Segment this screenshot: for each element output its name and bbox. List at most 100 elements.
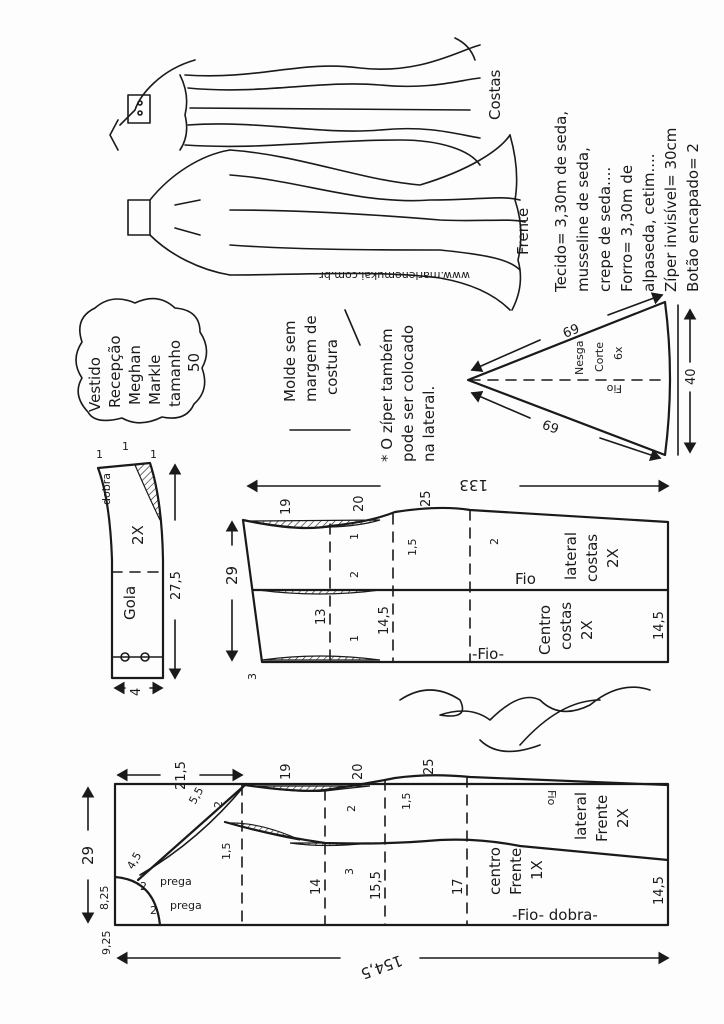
adjust-label: 2 <box>345 805 358 812</box>
center-label: Frente <box>507 848 525 895</box>
collar-width-label: 4 <box>129 688 144 696</box>
side-label: costas <box>583 534 601 582</box>
godet-label: Corte <box>593 342 606 372</box>
note-line: Forro= 3,30m de <box>618 165 636 292</box>
center-height-label: 15,5 <box>369 871 384 900</box>
note-line: crepe de seda.... <box>596 167 614 292</box>
note-line: costura <box>323 339 341 395</box>
segment-label: 25 <box>422 758 437 775</box>
seam-allowance-note: Molde sem margem de costura <box>281 309 361 431</box>
title-line: tamanho <box>166 340 184 407</box>
title-line: Vestido <box>86 357 104 412</box>
godet-piece: 40 69 69 Nesga Corte 6x Fio <box>466 292 699 462</box>
front-collar-icon <box>127 199 151 236</box>
godet-width-label: 40 <box>684 368 699 385</box>
adjust-label: 3 <box>343 868 356 875</box>
back-pattern-piece: 133 29 3 19 20 25 1 1,5 2 2 1 13 14,5 14… <box>223 476 670 680</box>
title-line: Markle <box>146 355 164 405</box>
signature <box>399 686 651 753</box>
note-line: margem de <box>302 315 320 402</box>
note-line: pode ser colocado <box>399 325 417 462</box>
shoulder-ease-label: 4,5 <box>124 850 144 872</box>
back-sketch-label: Costas <box>486 69 504 120</box>
title-line: Recepção <box>106 335 124 408</box>
title-line: Meghan <box>126 345 144 405</box>
shoulder-label: 5,5 <box>186 785 206 807</box>
adjust-label: 2 <box>348 571 361 578</box>
dress-sketch-back <box>109 37 481 166</box>
adjust-label: 1,5 <box>406 539 419 557</box>
ease-label: 1 <box>150 448 157 461</box>
dress-sketch-front <box>127 134 526 311</box>
neck-width-label: 9,25 <box>100 931 113 956</box>
side-label: lateral <box>572 792 590 840</box>
center-label: centro <box>486 847 504 895</box>
zipper-note: * O zíper também pode ser colocado na la… <box>378 325 438 462</box>
back-length-label: 133 <box>459 476 488 494</box>
pleat-label: prega <box>160 875 192 888</box>
note-line: * O zíper também <box>378 328 396 462</box>
adjust-label: 2 <box>488 538 501 545</box>
center-height-label: 14,5 <box>377 606 392 635</box>
collar-length-label: 27,5 <box>169 571 184 600</box>
godet-side-label: 69 <box>541 416 562 436</box>
godet-label: Nesga <box>573 341 586 375</box>
center-height-label: 14,5 <box>652 876 667 905</box>
adjust-label: 1 <box>348 635 361 642</box>
side-label: Frente <box>593 795 611 842</box>
grain-label: -Fio- <box>472 645 504 663</box>
back-collar-icon <box>127 94 151 124</box>
segment-label: 20 <box>352 495 367 512</box>
side-label: lateral <box>562 532 580 580</box>
pleat-label: prega <box>170 899 202 912</box>
center-label: Centro <box>536 605 554 655</box>
segment-label: 20 <box>351 763 366 780</box>
godet-label: 6x <box>612 346 625 360</box>
side-label: 2X <box>604 548 622 568</box>
grain-label: Fio <box>515 570 536 588</box>
front-sketch-label: Frente <box>514 208 532 255</box>
back-offset-label: 3 <box>246 673 259 680</box>
note-line: Molde sem <box>281 321 299 402</box>
note-line: alpaseda, cetim.... <box>640 153 658 292</box>
center-height-label: 17 <box>451 878 466 895</box>
center-height-label: 13 <box>314 608 329 625</box>
center-label: 1X <box>528 860 546 880</box>
collar-fold-label: dobra <box>100 473 113 505</box>
adjust-label: 1,5 <box>400 793 413 811</box>
grain-label: Fio <box>545 790 558 806</box>
website-watermark: www.marlenemukai.com.br <box>319 269 470 282</box>
side-label: 2X <box>614 808 632 828</box>
segment-label: 21,5 <box>174 761 189 790</box>
pleat-label: 2 <box>140 880 147 893</box>
grain-label: -Fio- dobra- <box>512 906 598 924</box>
front-height-label: 29 <box>79 846 97 865</box>
center-label: costas <box>557 602 575 650</box>
center-height-label: 14,5 <box>652 611 667 640</box>
note-line: na lateral. <box>420 386 438 462</box>
front-pattern-piece: 21,5 19 20 25 29 8,25 9,25 5,5 4,5 2 1,5… <box>79 758 670 983</box>
ease-label: 1 <box>96 448 103 461</box>
collar-piece: 27,5 Gola 2X dobra 4 1 1 1 <box>96 440 184 696</box>
note-line: Tecido= 3,30m de seda, <box>552 111 570 293</box>
pleat-label: 2 <box>150 904 157 917</box>
segment-label: 19 <box>279 498 294 515</box>
adjust-label: 1 <box>348 533 361 540</box>
center-label: 2X <box>578 620 596 640</box>
title-cloud: Vestido Recepção Meghan Markle tamanho 5… <box>75 297 208 424</box>
neck-height-label: 8,25 <box>98 886 111 911</box>
godet-grain-label: Fio <box>606 382 622 395</box>
back-height-label: 29 <box>223 566 241 585</box>
godet-side-label: 69 <box>561 322 582 342</box>
collar-count-label: 2X <box>129 525 147 545</box>
materials-notes: Tecido= 3,30m de seda, musseline de seda… <box>552 111 702 293</box>
center-height-label: 14 <box>309 878 324 895</box>
note-line: Zíper invisível= 30cm <box>662 128 680 292</box>
front-length-label: 154,5 <box>358 951 405 983</box>
segment-label: 19 <box>279 763 294 780</box>
adjust-label: 2 <box>212 801 225 808</box>
title-line: 50 <box>185 353 203 372</box>
collar-name-label: Gola <box>121 586 139 620</box>
